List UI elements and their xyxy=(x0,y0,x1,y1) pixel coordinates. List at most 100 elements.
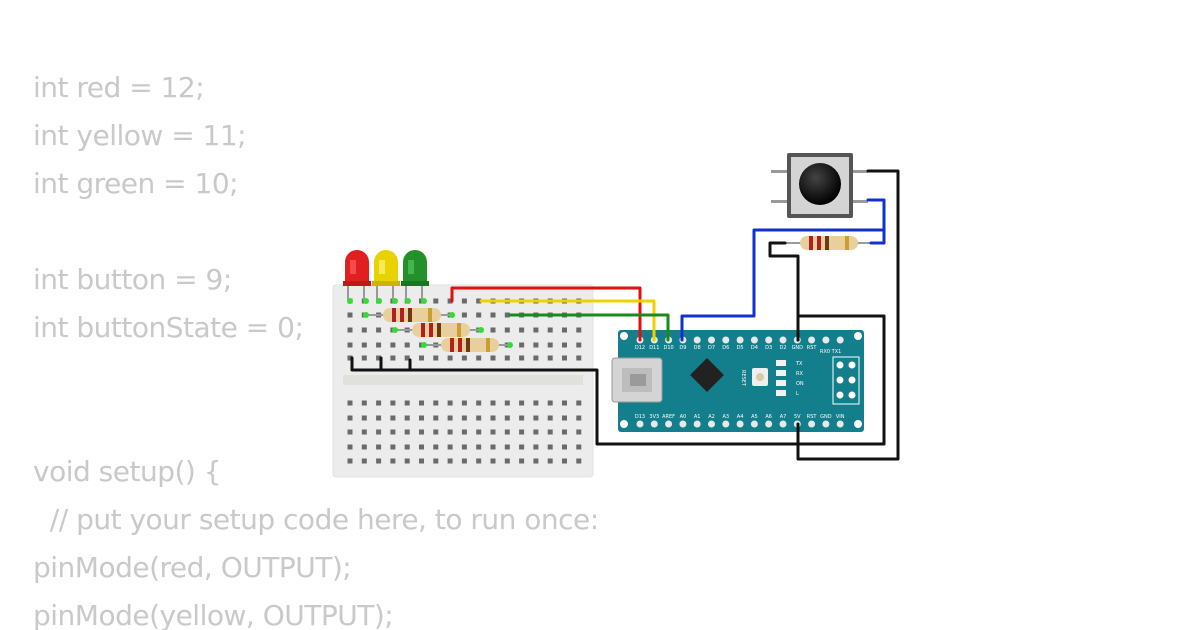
nano-bottom-pin-label: D13 xyxy=(635,414,645,420)
breadboard-hole xyxy=(347,458,353,464)
code-line: int red = 12; xyxy=(33,71,205,104)
breadboard-hole xyxy=(447,355,453,361)
nano-top-pin-label: D5 xyxy=(737,345,744,351)
breadboard-hole xyxy=(419,400,424,406)
breadboard-hole xyxy=(547,444,553,450)
breadboard-hole xyxy=(476,355,482,361)
led-yellow xyxy=(372,250,400,300)
breadboard-hole xyxy=(547,342,553,348)
serial-header-label: RX0 TX1 xyxy=(820,349,841,355)
nano-pin xyxy=(722,336,730,344)
nano-pin xyxy=(736,420,744,428)
nano-pin xyxy=(779,420,787,428)
nano-bottom-pin-label: A0 xyxy=(680,414,687,420)
breadboard-hole xyxy=(347,429,353,435)
nano-pin xyxy=(822,420,830,428)
nano-pin xyxy=(808,420,816,428)
breadboard-hole xyxy=(576,327,582,333)
breadboard-hole xyxy=(461,415,467,421)
breadboard-hole xyxy=(476,444,482,450)
nano-top-pin-label: RST xyxy=(807,345,818,351)
breadboard-hole xyxy=(390,444,396,450)
breadboard-hole xyxy=(562,355,567,361)
breadboard-hole xyxy=(519,415,525,421)
nano-top-pin-label: D3 xyxy=(765,345,772,351)
breadboard-hole xyxy=(447,429,453,435)
breadboard-hole xyxy=(390,415,396,421)
nano-top-pin-label: D7 xyxy=(708,345,715,351)
breadboard-hole xyxy=(433,298,439,304)
breadboard-hole xyxy=(433,355,439,361)
nano-bottom-pin-label: VIN xyxy=(836,414,845,420)
breadboard-hole xyxy=(361,444,367,450)
breadboard-hole xyxy=(519,458,525,464)
nano-pin xyxy=(722,420,730,428)
breadboard-hole xyxy=(433,415,439,421)
button-resistor xyxy=(785,236,871,250)
breadboard-hole xyxy=(576,458,582,464)
nano-bottom-pin-label: A1 xyxy=(694,414,701,420)
breadboard-hole xyxy=(562,429,567,435)
breadboard-hole xyxy=(504,355,510,361)
breadboard-hole xyxy=(576,400,582,406)
rx-label: RX xyxy=(796,371,803,377)
l-label: L xyxy=(796,391,799,397)
breadboard-hole xyxy=(476,312,482,318)
nano-pin xyxy=(736,336,744,344)
breadboard-hole xyxy=(562,444,567,450)
breadboard-hole xyxy=(361,355,367,361)
breadboard-hole xyxy=(404,429,410,435)
breadboard-hole xyxy=(519,327,525,333)
wire-yellow xyxy=(479,299,656,342)
breadboard-hole xyxy=(562,415,567,421)
breadboard-hole xyxy=(433,458,439,464)
breadboard-hole xyxy=(347,312,353,318)
breadboard-hole xyxy=(404,415,410,421)
breadboard-hole xyxy=(361,458,367,464)
led-red xyxy=(343,250,371,300)
wire-black-led-ground xyxy=(350,356,412,372)
nano-bottom-pin-label: 3V3 xyxy=(649,414,659,420)
nano-bottom-pin-label: A5 xyxy=(751,414,758,420)
nano-bottom-pin-label: A6 xyxy=(765,414,772,420)
breadboard-hole xyxy=(376,429,382,435)
nano-pin xyxy=(636,420,644,428)
nano-top-pin-label: D11 xyxy=(649,345,659,351)
nano-bottom-pin-label: A3 xyxy=(722,414,729,420)
breadboard-hole xyxy=(461,298,467,304)
breadboard-hole xyxy=(447,298,453,304)
breadboard-hole xyxy=(419,458,424,464)
nano-pin xyxy=(665,420,673,428)
breadboard-hole xyxy=(361,429,367,435)
breadboard-hole xyxy=(461,312,467,318)
nano-top-pin-label: D8 xyxy=(694,345,701,351)
nano-pin xyxy=(836,336,844,344)
wires xyxy=(350,169,900,461)
breadboard-hole xyxy=(347,327,353,333)
code-line: int button = 9; xyxy=(33,263,232,296)
breadboard-hole xyxy=(390,458,396,464)
nano-pin xyxy=(693,420,701,428)
breadboard-hole xyxy=(347,444,353,450)
nano-bottom-pin-label: A7 xyxy=(780,414,787,420)
breadboard-hole xyxy=(476,400,482,406)
breadboard-hole xyxy=(519,429,525,435)
breadboard-hole xyxy=(576,342,582,348)
icsp-header xyxy=(836,361,856,399)
nano-top-pin-label: D6 xyxy=(722,345,729,351)
breadboard-hole xyxy=(490,458,496,464)
breadboard-hole xyxy=(490,415,496,421)
nano-pin xyxy=(779,336,787,344)
breadboard-hole xyxy=(490,400,496,406)
nano-bottom-pin-label: 5V xyxy=(794,414,801,420)
breadboard-hole xyxy=(461,444,467,450)
breadboard-hole xyxy=(576,444,582,450)
breadboard-hole xyxy=(490,312,496,318)
breadboard-hole xyxy=(461,458,467,464)
nano-top-pin-label: D2 xyxy=(779,345,786,351)
nano-pin xyxy=(708,420,715,428)
nano-bottom-pin-label: AREF xyxy=(662,414,675,420)
nano-top-pin-label: D9 xyxy=(679,345,686,351)
breadboard-hole xyxy=(533,444,539,450)
breadboard-hole xyxy=(390,342,396,348)
